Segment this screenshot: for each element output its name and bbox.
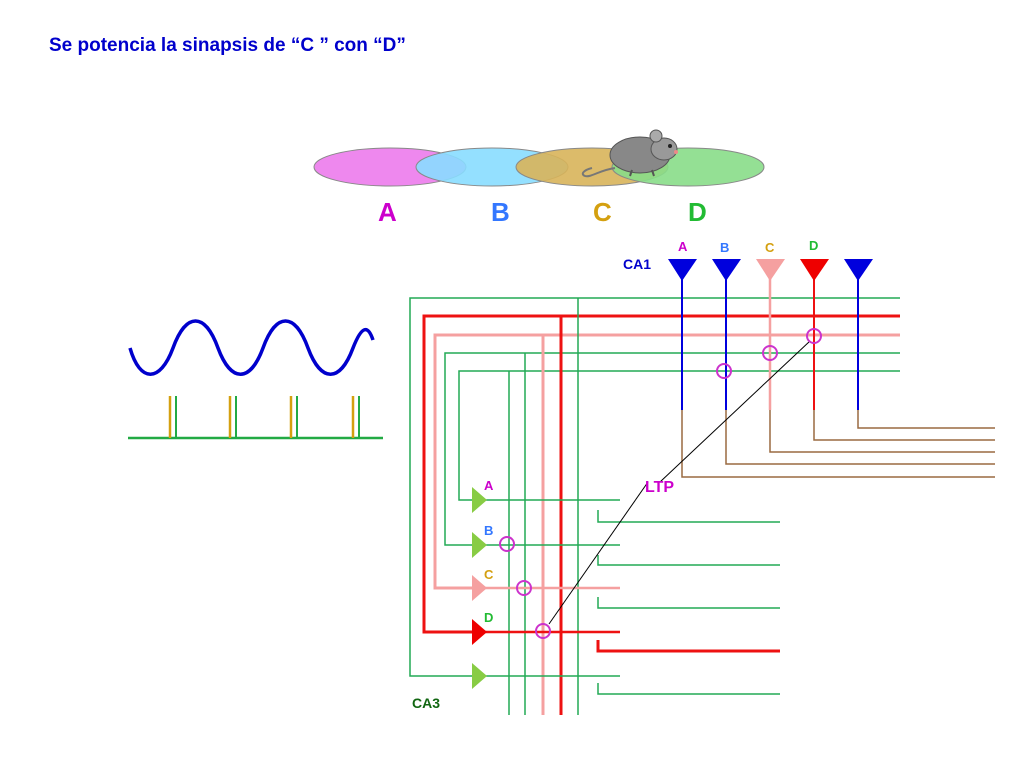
ca1-label-a: A xyxy=(678,239,688,254)
ca1-cell-a xyxy=(668,259,697,281)
ca1-cell-e xyxy=(844,259,873,281)
place-label-c: C xyxy=(593,197,612,227)
mouse-icon xyxy=(581,129,678,178)
slide-title: Se potencia la sinapsis de “C ” con “D” xyxy=(49,35,406,56)
synapse-markers xyxy=(499,328,822,639)
ca3-label-b: B xyxy=(484,523,493,538)
synapse-ca1-d xyxy=(806,328,822,344)
ca1-cells: A B C D xyxy=(668,238,873,410)
ca1-label-b: B xyxy=(720,240,729,255)
ca3-label-c: C xyxy=(484,567,494,582)
ca1-label-c: C xyxy=(765,240,775,255)
synapse-ca3-d xyxy=(535,623,551,639)
synapse-ca1-b xyxy=(716,363,732,379)
synapse-ca1-c xyxy=(762,345,778,361)
ca3-cell-b xyxy=(472,532,487,558)
ca1-cell-b xyxy=(712,259,741,281)
spike-raster xyxy=(128,396,383,440)
ltp-connector: LTP xyxy=(548,340,811,625)
place-labels: A B C D xyxy=(378,197,707,227)
place-label-b: B xyxy=(491,197,510,227)
ca3-cell-a xyxy=(472,487,487,513)
ca3-cell-e xyxy=(472,663,487,689)
ca1-label-d: D xyxy=(809,238,818,253)
ca3-cells: A B C D xyxy=(472,478,780,695)
place-label-d: D xyxy=(688,197,707,227)
synapse-ca3-c xyxy=(516,580,532,596)
ca3-label-a: A xyxy=(484,478,494,493)
ca3-region-label: CA3 xyxy=(412,695,440,711)
ltp-label: LTP xyxy=(645,479,674,496)
ca3-cell-d xyxy=(472,619,487,645)
ca1-region-label: CA1 xyxy=(623,256,651,272)
ca3-label-d: D xyxy=(484,610,493,625)
theta-wave xyxy=(128,319,375,376)
place-label-a: A xyxy=(378,197,397,227)
ca1-output-axons xyxy=(681,410,995,478)
ca3-cell-c xyxy=(472,575,487,601)
ca1-cell-c xyxy=(756,259,785,281)
synapse-ca3-b xyxy=(499,536,515,552)
schaffer-collaterals xyxy=(409,297,900,715)
ca1-cell-d xyxy=(800,259,829,281)
place-fields xyxy=(313,147,765,187)
